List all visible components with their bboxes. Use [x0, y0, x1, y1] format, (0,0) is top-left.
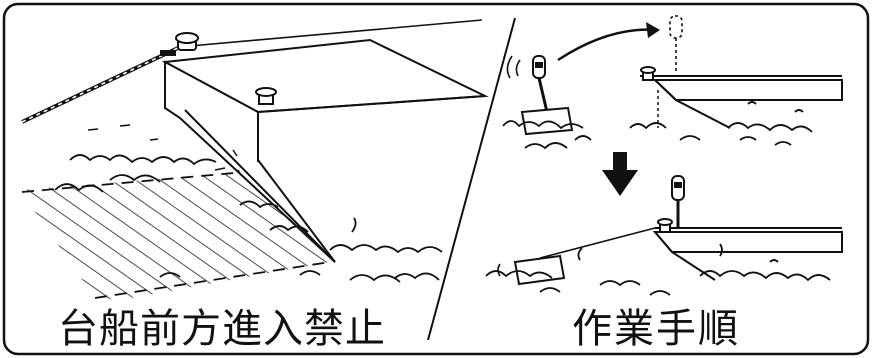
deck-bollard-icon	[255, 87, 277, 105]
danger-zone-boundary	[21, 171, 246, 193]
towed-buoy	[497, 227, 656, 286]
mooring-rope	[21, 46, 179, 124]
right-caption: 作業手順	[572, 306, 740, 352]
buoy-light-icon	[506, 55, 574, 136]
down-arrow-icon	[602, 152, 638, 196]
tow-line	[189, 19, 483, 47]
right-waves-step1	[502, 120, 592, 150]
right-waves-step3	[485, 243, 831, 296]
barge-step2	[640, 66, 843, 129]
right-panel-illustration: 作業手順	[485, 15, 843, 352]
curved-arrow-icon	[557, 22, 660, 62]
barge-step3	[652, 175, 843, 281]
panel-divider	[427, 17, 516, 341]
left-caption: 台船前方進入禁止	[58, 306, 386, 352]
left-waves	[54, 154, 443, 283]
right-waves-step2	[629, 101, 813, 146]
left-panel-illustration: 台船前方進入禁止	[20, 19, 489, 352]
danger-zone-hatch	[20, 172, 330, 300]
buoy-light-dashed-icon	[669, 15, 683, 72]
mooring-post-icon	[160, 32, 199, 56]
